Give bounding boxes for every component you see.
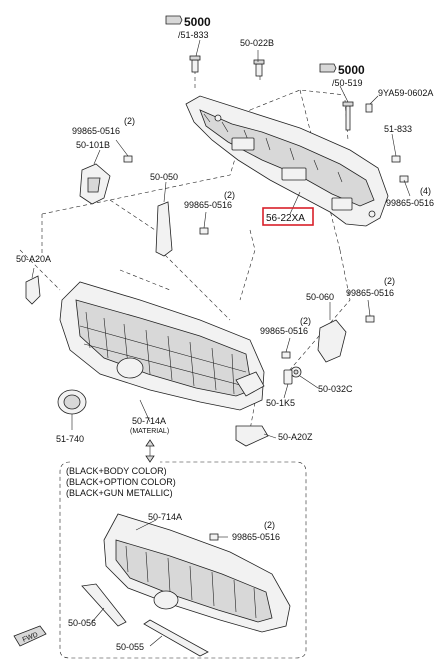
right-support-bracket[interactable] [317, 319, 347, 363]
front-emblem[interactable] [57, 389, 87, 415]
qty-99865-b: (2) [224, 190, 235, 200]
part-99865-0516-e[interactable]: 99865-0516 [260, 326, 308, 336]
center-support-bracket[interactable] [155, 201, 173, 257]
grille-emblem-recess [116, 357, 144, 379]
grille-molding-50-056[interactable] [81, 583, 127, 627]
ref-5000-top[interactable]: 5000 [184, 15, 211, 29]
part-50-022b[interactable]: 50-022B [240, 38, 274, 48]
color-variant-3: (BLACK+GUN METALLIC) [66, 488, 173, 498]
qty-99865-a: (2) [124, 116, 135, 126]
part-50-060[interactable]: 50-060 [306, 292, 334, 302]
part-99865-0516-c[interactable]: 99865-0516 [386, 198, 434, 208]
part-50-519[interactable]: /50-519 [332, 78, 363, 88]
material-note: (MATERIAL) [130, 428, 169, 435]
pointing-hand-icon [319, 63, 337, 73]
part-99865-0516-f[interactable]: 99865-0516 [232, 532, 280, 542]
forward-arrow-icon [13, 625, 47, 647]
part-50-101b[interactable]: 50-101B [76, 140, 110, 150]
qty-99865-c: (4) [420, 186, 431, 196]
left-lamp-bracket[interactable] [79, 163, 111, 205]
ref-5000-right[interactable]: 5000 [338, 63, 365, 77]
screw-icon [253, 59, 265, 77]
part-99865-0516-d[interactable]: 99865-0516 [346, 288, 394, 298]
qty-99865-f: (2) [264, 520, 275, 530]
screw-icon [342, 101, 354, 131]
qty-99865-e: (2) [300, 316, 311, 326]
screw-icon [391, 155, 401, 163]
part-99865-0516-b[interactable]: 99865-0516 [184, 200, 232, 210]
grille-clip-50-032c[interactable] [290, 366, 302, 378]
part-51-740[interactable]: 51-740 [56, 434, 84, 444]
upper-grille-bracket[interactable] [185, 95, 389, 227]
color-variant-1: (BLACK+BODY COLOR) [66, 466, 167, 476]
color-variant-2: (BLACK+OPTION COLOR) [66, 477, 176, 487]
part-50-1k5[interactable]: 50-1K5 [266, 398, 295, 408]
lower-grille-bracket[interactable] [235, 425, 269, 447]
screw-icon [365, 315, 375, 323]
inset-grille[interactable] [103, 513, 291, 633]
fasteners [123, 55, 409, 541]
part-50-056[interactable]: 50-056 [68, 618, 96, 628]
screw-icon [199, 227, 209, 235]
pointing-hand-icon [165, 15, 183, 25]
screw-icon [399, 175, 409, 183]
part-56-22xa[interactable]: 56-22XA [266, 213, 305, 224]
variant-inset-frame [59, 461, 307, 659]
part-51-833-right[interactable]: 51-833 [384, 124, 412, 134]
screw-icon [189, 55, 201, 73]
part-50-a20z[interactable]: 50-A20Z [278, 432, 313, 442]
part-50-a20a[interactable]: 50-A20A [16, 254, 51, 264]
screw-icon [281, 351, 291, 359]
front-grille[interactable] [59, 281, 265, 411]
part-99865-0516-a[interactable]: 99865-0516 [72, 126, 120, 136]
part-50-032c[interactable]: 50-032C [318, 384, 353, 394]
qty-99865-d: (2) [384, 276, 395, 286]
double-arrow-icon [145, 439, 155, 463]
label-leaders [31, 39, 411, 647]
screw-icon [123, 155, 133, 163]
part-50-055[interactable]: 50-055 [116, 642, 144, 652]
screw-icon [209, 533, 219, 541]
part-50-714a[interactable]: 50-714A [132, 416, 166, 426]
part-51-833-top[interactable]: /51-833 [178, 30, 209, 40]
grille-clip-50-1k5[interactable] [283, 369, 293, 385]
highlight-box [262, 207, 314, 226]
part-9ya59-0602a[interactable]: 9YA59-0602A [378, 88, 433, 98]
inset-emblem-recess [153, 590, 179, 610]
left-grille-bracket[interactable] [25, 275, 41, 305]
screw-icon [365, 103, 373, 113]
grille-molding-50-055[interactable] [143, 619, 209, 657]
part-50-714a-inset[interactable]: 50-714A [148, 512, 182, 522]
part-50-050[interactable]: 50-050 [150, 172, 178, 182]
